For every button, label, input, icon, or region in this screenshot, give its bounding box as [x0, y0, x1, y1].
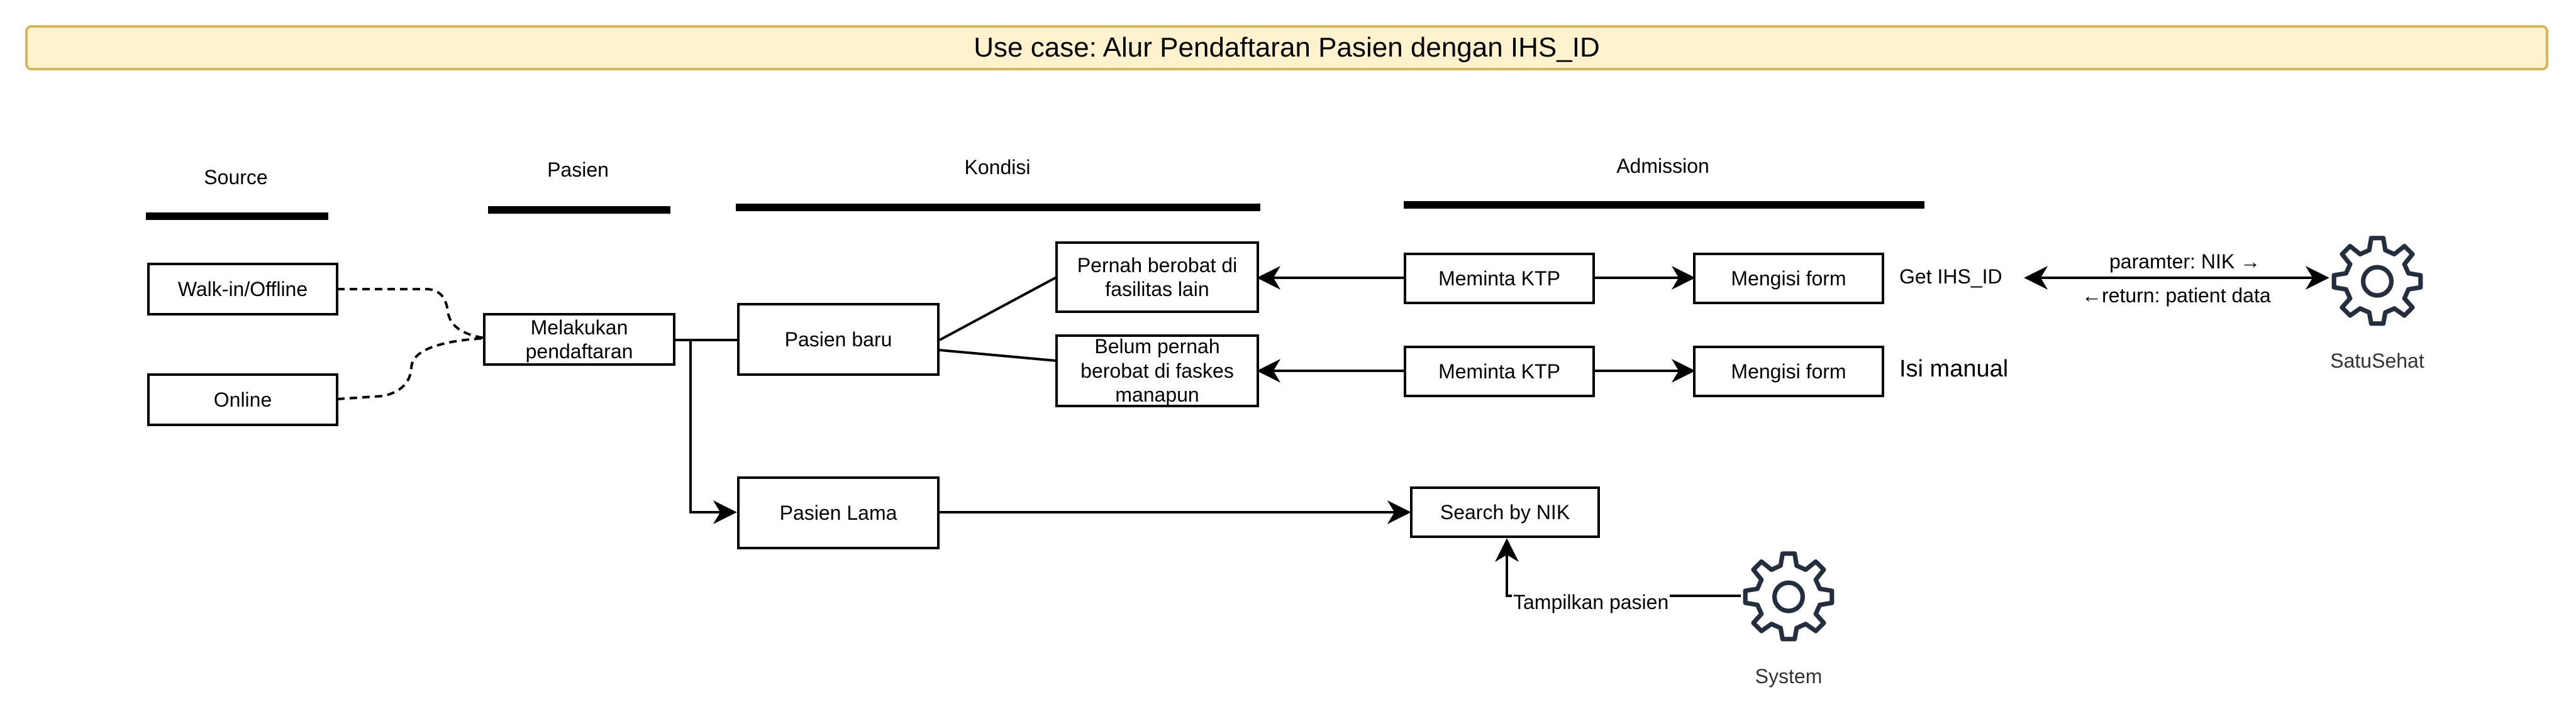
lane-bar-source [146, 212, 328, 220]
box-mengisi-form-1-label: Mengisi form [1731, 266, 1846, 290]
box-walk-in-offline: Walk-in/Offline [147, 263, 338, 316]
box-pasien-lama-label: Pasien Lama [779, 501, 897, 524]
lane-bar-kondisi [736, 204, 1260, 211]
box-search-by-nik: Search by NIK [1410, 486, 1600, 538]
connector-baru-to-pernah [939, 276, 1057, 341]
label-tampilkan-pasien: Tampilkan pasien [1512, 591, 1670, 614]
box-belum-pernah-berobat: Belum pernah berobat di faskes manapun [1055, 334, 1259, 407]
actor-label-satusehat: SatuSehat [2330, 349, 2424, 372]
connector-online-to-pendaftaran [336, 337, 486, 400]
box-meminta-ktp-2: Meminta KTP [1404, 346, 1595, 397]
lane-label-kondisi: Kondisi [964, 156, 1031, 178]
box-belum-pernah-label: Belum pernah berobat di faskes manapun [1080, 335, 1234, 407]
label-param-nik: paramter: NIK → [2109, 250, 2261, 273]
connector-baru-to-belum [939, 349, 1057, 362]
box-online: Online [147, 373, 338, 426]
connector-system-to-search [1495, 538, 1741, 597]
box-pasien-baru: Pasien baru [737, 303, 940, 376]
box-pernah-berobat: Pernah berobat di fasilitas lain [1055, 241, 1259, 313]
box-melakukan-pendaftaran-label: Melakukan pendaftaran [525, 316, 633, 363]
box-pasien-lama: Pasien Lama [737, 476, 940, 549]
lane-label-pasien: Pasien [547, 158, 609, 181]
box-melakukan-pendaftaran: Melakukan pendaftaran [483, 313, 675, 366]
box-online-label: Online [213, 388, 272, 411]
box-pernah-berobat-label: Pernah berobat di fasilitas lain [1077, 253, 1238, 300]
box-walk-in-label: Walk-in/Offline [177, 277, 308, 300]
connector-pendaftaran-to-lama [674, 339, 737, 524]
diagram-title-banner: Use case: Alur Pendaftaran Pasien dengan… [25, 25, 2548, 70]
gear-icon [1743, 551, 1835, 642]
actor-label-system: System [1755, 665, 1823, 688]
label-isi-manual: Isi manual [1899, 356, 2009, 382]
box-meminta-ktp-1-label: Meminta KTP [1438, 266, 1560, 290]
connector-walkin-to-pendaftaran [337, 288, 486, 339]
gear-icon [2331, 236, 2423, 326]
label-get-ihs-id: Get IHS_ID [1899, 265, 2002, 288]
box-meminta-ktp-2-label: Meminta KTP [1438, 360, 1560, 383]
box-mengisi-form-1: Mengisi form [1693, 253, 1884, 304]
lane-label-admission: Admission [1616, 155, 1709, 177]
lane-bar-admission [1404, 201, 1924, 209]
label-return-data: ←return: patient data [2082, 284, 2271, 307]
lane-label-source: Source [204, 166, 268, 189]
diagram-title: Use case: Alur Pendaftaran Pasien dengan… [974, 32, 1600, 63]
box-meminta-ktp-1: Meminta KTP [1404, 253, 1595, 304]
box-pasien-baru-label: Pasien baru [784, 327, 892, 351]
box-mengisi-form-2: Mengisi form [1693, 346, 1884, 397]
lane-bar-pasien [488, 206, 670, 214]
box-mengisi-form-2-label: Mengisi form [1731, 360, 1846, 383]
box-search-by-nik-label: Search by NIK [1440, 500, 1570, 524]
